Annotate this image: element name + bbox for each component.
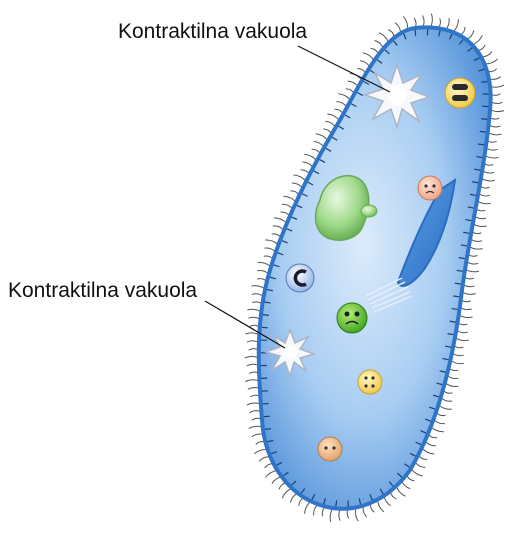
cilium: [363, 53, 374, 61]
food-vacuole-icon: [318, 437, 342, 461]
pellicle-tick: [455, 283, 461, 284]
label-contractile-vacuole-top: Kontraktilna vakuola: [118, 20, 307, 44]
cilium: [294, 175, 306, 181]
cilium: [473, 224, 487, 227]
cilium: [247, 309, 261, 312]
food-vacuole-icon: [337, 303, 367, 333]
cilium: [274, 218, 287, 223]
cilium: [455, 338, 469, 341]
cilium: [304, 154, 316, 161]
food-vacuole-icon: [445, 78, 475, 108]
cilium: [378, 500, 384, 512]
pellicle-tick: [262, 327, 268, 328]
cilium: [282, 488, 292, 498]
cilium: [316, 134, 328, 141]
cilium: [245, 333, 259, 335]
pellicle-tick: [336, 500, 337, 506]
cilium: [265, 240, 278, 245]
cilium: [249, 426, 263, 428]
cilium: [403, 16, 407, 29]
cilium: [462, 292, 476, 294]
cilium: [245, 380, 259, 382]
cilium: [396, 486, 405, 496]
pellicle-tick: [480, 131, 486, 132]
cilium: [258, 262, 271, 266]
cilium: [330, 508, 333, 522]
food-vacuole-icon: [286, 264, 314, 292]
cilium: [245, 356, 259, 358]
label-contractile-vacuole-left: Kontraktilna vakuola: [8, 279, 197, 303]
pellicle-tick: [453, 296, 459, 297]
cilium: [465, 269, 479, 272]
pellicle-tick: [263, 315, 269, 316]
cilium: [459, 315, 473, 318]
cilium: [488, 132, 502, 134]
food-vacuole-icon: [418, 176, 442, 200]
pellicle-tick: [481, 119, 487, 120]
cilium: [265, 470, 277, 477]
cilium: [379, 33, 389, 43]
pellicle-tick: [482, 106, 488, 107]
food-vacuole-icon: [358, 370, 382, 394]
cilium: [490, 109, 504, 111]
cilium: [430, 14, 432, 28]
pellicle-tick: [481, 82, 487, 83]
cilium: [411, 468, 423, 476]
cilium: [422, 448, 435, 454]
cilium: [469, 246, 483, 249]
cilium: [472, 35, 482, 44]
cilium: [254, 449, 267, 453]
cilium: [327, 114, 339, 121]
cilium: [481, 178, 495, 181]
cilium: [338, 94, 350, 101]
pellicle-tick: [478, 144, 484, 145]
cilium: [247, 403, 261, 405]
cilium: [305, 501, 311, 513]
cilium: [283, 196, 296, 202]
cilium: [485, 155, 499, 158]
cilium: [251, 286, 265, 289]
cilium: [477, 201, 491, 204]
pellicle-tick: [265, 429, 271, 430]
